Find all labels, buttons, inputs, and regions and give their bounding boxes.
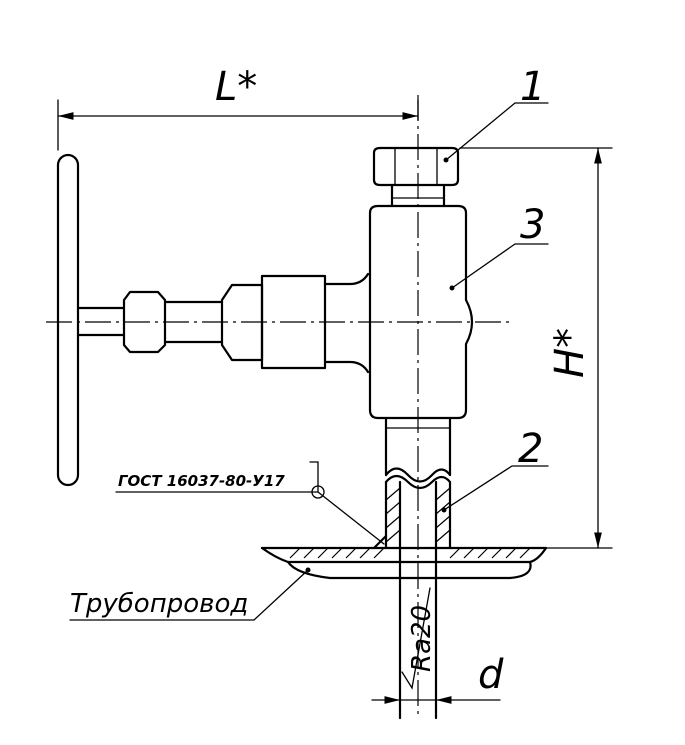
dim-L-label: L* [215,64,257,110]
part-2-label: 2 [518,426,543,472]
weld-standard-label: ГОСТ 16037-80-У17 [118,472,285,490]
lower-nipple [372,416,452,550]
part-1-label: 1 [520,64,545,110]
pipeline [260,546,548,720]
center-lines [46,95,510,718]
weld-leader: ГОСТ 16037-80-У17 [115,461,385,545]
cap-nut [372,146,460,208]
dim-H-label: H* [547,328,593,378]
pipeline-label: Трубопровод [70,589,248,619]
tee-body [368,204,474,420]
pipeline-leader: Трубопровод [69,567,311,621]
dimension-L: L* [57,64,419,151]
handwheel [56,153,80,487]
part-3-label: 3 [520,202,545,248]
leader-part-3: 3 [449,202,549,291]
dimension-d: d [371,652,504,704]
dim-d-label: d [478,652,504,698]
roughness-symbol: Ra20 [401,587,437,690]
leader-part-1: 1 [443,64,549,163]
leader-part-2: 2 [441,426,549,513]
roughness-label: Ra20 [407,605,437,672]
valve-stem [76,272,370,374]
dimension-H: H* [459,147,613,549]
